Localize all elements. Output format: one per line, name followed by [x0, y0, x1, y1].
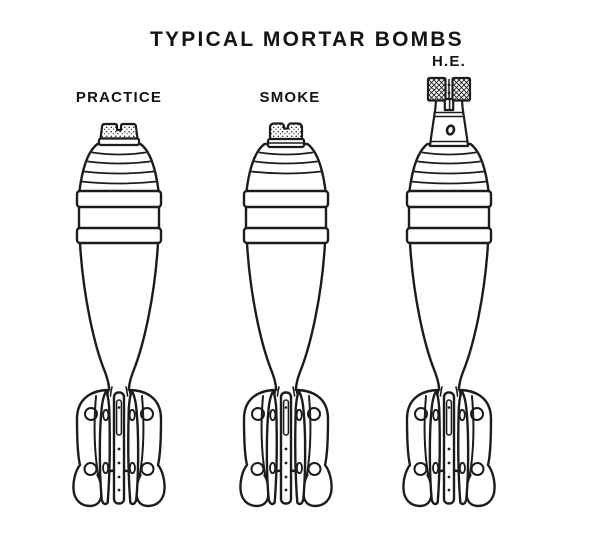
smoke-bomb-body: [239, 142, 333, 508]
he-fuze-cap-left-block: [426, 76, 447, 102]
practice-bomb-body: [72, 142, 166, 508]
label-smoke-bomb: SMOKE: [259, 89, 321, 106]
figure-title: TYPICAL MORTAR BOMBS: [150, 28, 464, 51]
smoke-cap: [266, 122, 306, 149]
he-fuze: [426, 76, 472, 148]
he-bomb-illustration: [402, 76, 496, 508]
label-he-bomb: H.E.: [432, 53, 466, 70]
practice-dome-ring: [80, 180, 158, 185]
he-fuze-cap-right-block: [451, 76, 472, 102]
practice-bomb-illustration: [72, 122, 166, 508]
label-practice-bomb: PRACTICE: [75, 89, 163, 106]
smoke-bomb-illustration: [239, 122, 333, 508]
practice-transit-plug: [97, 122, 141, 147]
he-safety-pin-hole: [445, 124, 456, 136]
he-dome-ring: [410, 180, 488, 185]
he-bomb-body: [402, 142, 496, 508]
